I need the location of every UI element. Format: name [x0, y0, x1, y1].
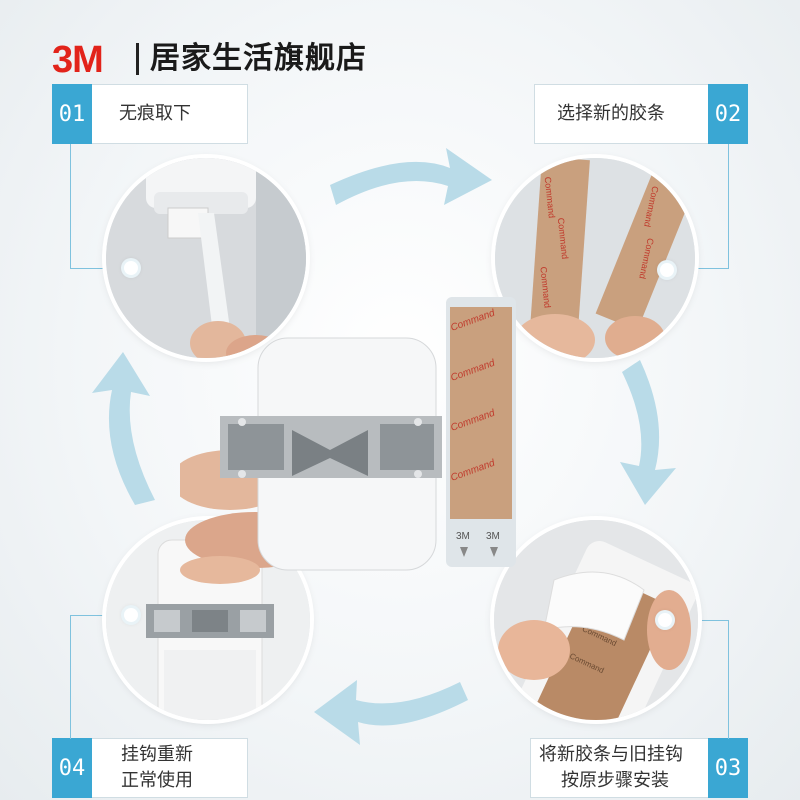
step-01-marker — [124, 261, 138, 275]
command-strip-illustration: Command Command Command Command 3M 3M — [446, 297, 516, 567]
new-strips-illustration: Command Command Command Command Command — [495, 158, 695, 358]
svg-text:Command: Command — [556, 217, 570, 259]
command-strip: Command Command Command Command 3M 3M — [446, 297, 516, 567]
connector-02 — [666, 144, 729, 269]
arrow-top — [330, 148, 492, 205]
step-02-box: 选择新的胶条 02 — [534, 84, 748, 144]
step-02-number: 02 — [708, 84, 748, 144]
connector-01 — [70, 144, 133, 269]
step-03-label-line2: 按原步骤安装 — [561, 770, 669, 791]
step-01-label: 无痕取下 — [119, 103, 191, 124]
svg-text:Command: Command — [538, 266, 552, 308]
step-04-label-line2: 正常使用 — [121, 770, 193, 791]
step-03-box: 将新胶条与旧挂钩 按原步骤安装 03 — [530, 738, 748, 798]
step-04-box: 04 挂钩重新 正常使用 — [52, 738, 248, 798]
remove-hook-illustration — [106, 158, 306, 358]
arrow-bottom — [314, 680, 468, 745]
step-03-number: 03 — [708, 738, 748, 798]
step-02-photo: Command Command Command Command Command — [495, 158, 695, 358]
step-02-marker — [660, 263, 674, 277]
svg-text:Command: Command — [543, 176, 557, 218]
step-04-number: 04 — [52, 738, 92, 798]
step-01-box: 01 无痕取下 — [52, 84, 248, 144]
arrow-left — [92, 352, 155, 505]
arrow-right — [620, 360, 676, 505]
step-01-number: 01 — [52, 84, 92, 144]
step-04-label-line1: 挂钩重新 — [121, 744, 193, 765]
step-04-marker — [124, 608, 138, 622]
strip-mark-2: 3M — [486, 531, 500, 542]
store-name: 居家生活旗舰店 — [150, 41, 367, 76]
connector-04 — [70, 615, 133, 739]
center-hook-product — [180, 337, 442, 584]
step-01-photo — [106, 158, 306, 358]
strip-mark-1: 3M — [456, 531, 470, 542]
step-02-label: 选择新的胶条 — [557, 103, 665, 124]
step-03-label-line1: 将新胶条与旧挂钩 — [539, 744, 683, 765]
header-divider — [136, 43, 139, 75]
step-03-marker — [658, 613, 672, 627]
brand-logo: 3M — [52, 39, 104, 81]
